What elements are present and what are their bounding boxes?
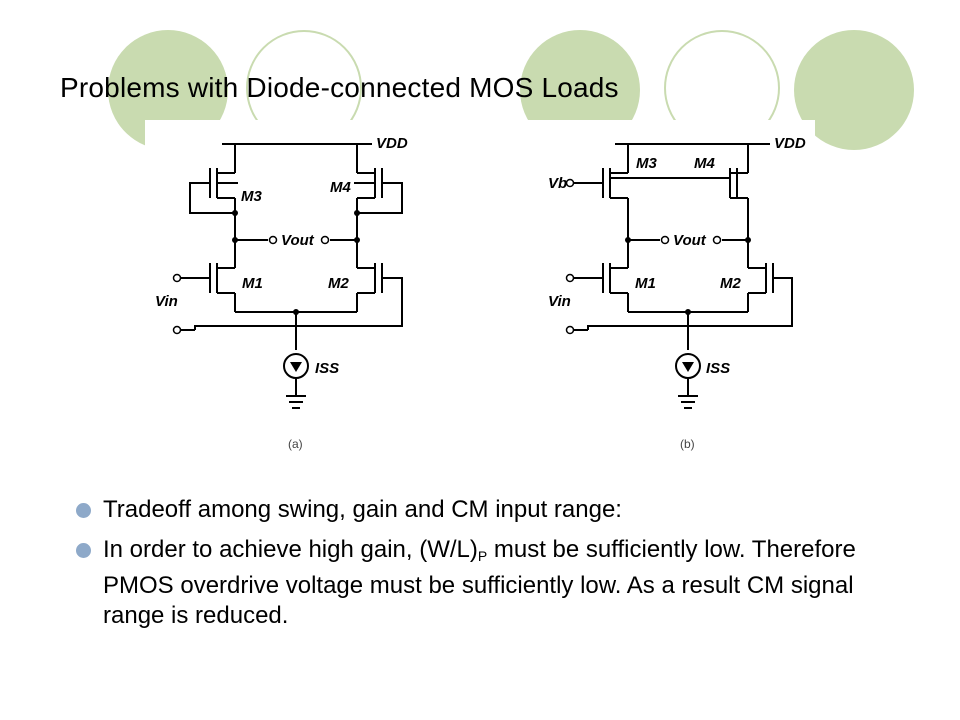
label-vout-b: Vout [673, 232, 707, 249]
caption-b: (b) [680, 437, 695, 451]
label-m4-a: M4 [330, 179, 351, 196]
label-m1-a: M1 [242, 275, 263, 292]
label-vout-a: Vout [281, 232, 315, 249]
label-vin-b: Vin [548, 293, 571, 310]
label-vb-b: Vb [548, 175, 567, 192]
bullet-item-2: In order to achieve high gain, (W/L)P mu… [76, 535, 906, 631]
label-m3-a: M3 [241, 188, 262, 205]
subscript-p: P [477, 548, 488, 564]
bullet-dot-icon [76, 503, 91, 518]
slide-title: Problems with Diode-connected MOS Loads [60, 72, 619, 103]
caption-a: (a) [288, 437, 303, 451]
label-m2-a: M2 [328, 275, 349, 292]
label-m3-b: M3 [636, 155, 657, 172]
circuit-a [180, 143, 403, 409]
label-iss-a: ISS [315, 360, 339, 377]
circuit-b [572, 143, 793, 409]
label-vdd-a: VDD [376, 135, 408, 152]
circuit-figure: VDD M3 M4 Vout M1 M2 Vin ISS VDD M3 M4 V… [155, 135, 806, 451]
label-iss-b: ISS [706, 360, 730, 377]
bullet-text-2-end: must be sufficiently low. Therefore PMOS… [103, 536, 856, 629]
bullet-item-1: Tradeoff among swing, gain and CM input … [76, 495, 906, 525]
bullet-list: Tradeoff among swing, gain and CM input … [76, 495, 906, 641]
label-m4-b: M4 [694, 155, 715, 172]
label-vdd-b: VDD [774, 135, 806, 152]
label-vin-a: Vin [155, 293, 178, 310]
label-m1-b: M1 [635, 275, 656, 292]
label-m2-b: M2 [720, 275, 741, 292]
bullet-text-2: In order to achieve high gain, (W/L)P mu… [103, 536, 856, 629]
bullet-dot-icon [76, 543, 91, 558]
bullet-text-2-start: In order to achieve high gain, (W/L) [103, 536, 478, 563]
bullet-text-1: Tradeoff among swing, gain and CM input … [103, 496, 622, 523]
